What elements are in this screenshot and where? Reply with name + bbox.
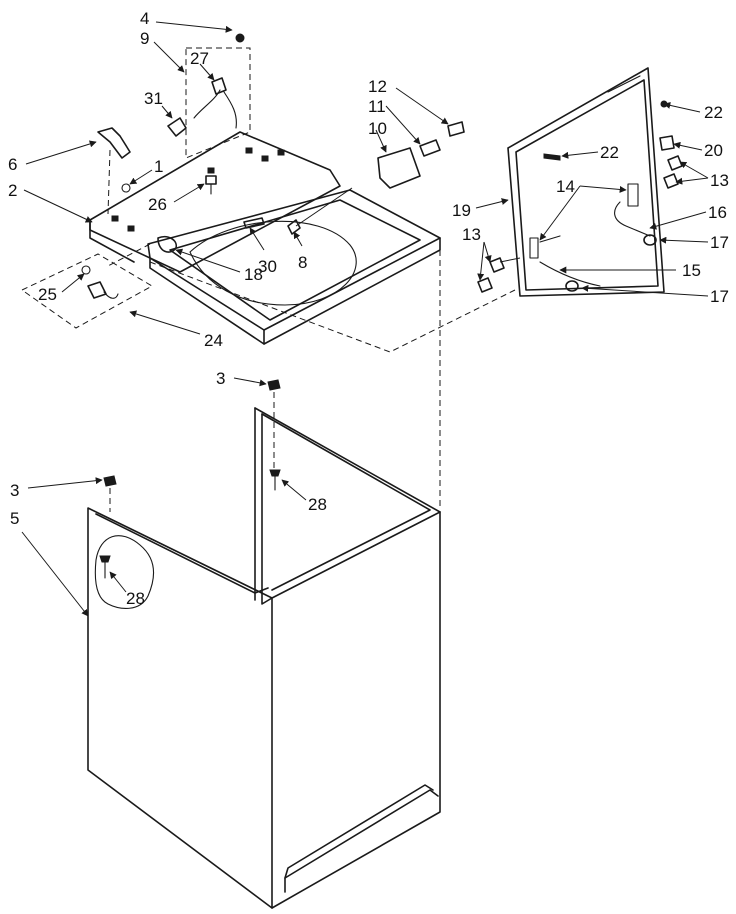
- bracket-31: [167, 117, 187, 137]
- screw-front: [99, 555, 111, 579]
- nut-1: [121, 183, 131, 193]
- callout-2: 2: [8, 181, 17, 200]
- grommet-26: [205, 175, 217, 195]
- screw-8: [287, 187, 353, 235]
- callout-27: 27: [190, 49, 209, 68]
- callout-9: 9: [140, 29, 149, 48]
- lid: [507, 67, 665, 297]
- callout-15: 15: [682, 261, 701, 280]
- callout-17-lower: 17: [710, 287, 729, 306]
- callout-13-left: 13: [462, 225, 481, 244]
- callout-28-front: 28: [126, 589, 145, 608]
- callout-1: 1: [154, 157, 163, 176]
- callout-17-upper: 17: [710, 233, 729, 252]
- hinge-18: [157, 235, 178, 253]
- callout-16: 16: [708, 203, 727, 222]
- callout-20: 20: [704, 141, 723, 160]
- bumper-17: [565, 234, 657, 292]
- callout-3-front: 3: [10, 481, 19, 500]
- washer-top: [89, 131, 441, 345]
- lid-switch: [377, 121, 465, 189]
- callout-22-top: 22: [704, 103, 723, 122]
- callout-12: 12: [368, 77, 387, 96]
- clip-6: [97, 127, 131, 215]
- callout-26: 26: [148, 195, 167, 214]
- callout-6: 6: [8, 155, 17, 174]
- callout-22-mid: 22: [600, 143, 619, 162]
- callout-25: 25: [38, 285, 57, 304]
- callout-10: 10: [368, 119, 387, 138]
- harness-box: [185, 33, 251, 159]
- callout-8: 8: [298, 253, 307, 272]
- callout-labels: 4 9 27 31 6 1 2 26 30 8 18 25 24 12 11 1…: [8, 9, 729, 608]
- leader-lines: [21, 21, 709, 617]
- switch-bracket-24: [21, 253, 154, 329]
- cabinet: [87, 240, 441, 909]
- callout-18: 18: [244, 265, 263, 284]
- callout-5: 5: [10, 509, 19, 528]
- callout-3-rear: 3: [216, 369, 225, 388]
- callout-28-rear: 28: [308, 495, 327, 514]
- bumper-20: [659, 135, 675, 151]
- callout-19: 19: [452, 201, 471, 220]
- corner-cap-rear: [267, 379, 281, 470]
- clip-30: [243, 217, 265, 229]
- callout-11: 11: [368, 97, 386, 116]
- lid-screw-13-left: [477, 257, 521, 293]
- callout-13-right: 13: [710, 171, 729, 190]
- corner-cap-front: [103, 475, 117, 512]
- callout-14: 14: [556, 177, 575, 196]
- screw-rear: [269, 469, 281, 491]
- callout-31: 31: [144, 89, 163, 108]
- callout-24: 24: [204, 331, 223, 350]
- lid-screw-13-right: [663, 155, 683, 189]
- callout-30: 30: [258, 257, 277, 276]
- callout-4: 4: [140, 9, 149, 28]
